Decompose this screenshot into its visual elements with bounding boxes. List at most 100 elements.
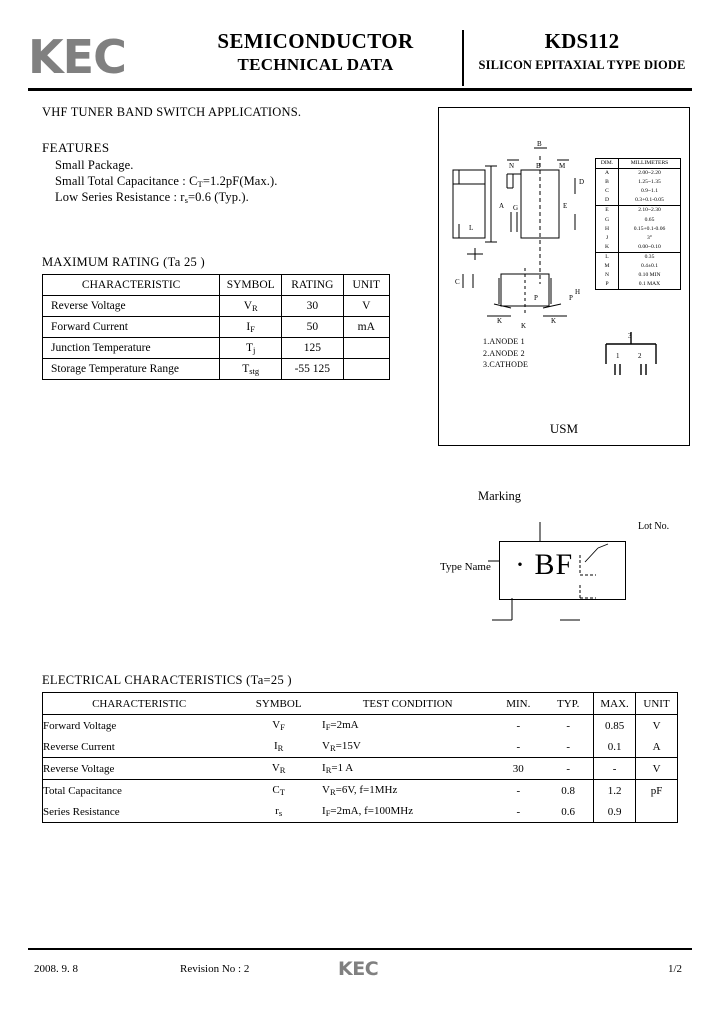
mr-unit-1: mA [342,316,391,338]
ec-header-unit: UNIT [635,692,678,715]
dim-header-dim: DIM. [595,157,619,170]
ec-typ-1: - [543,736,595,758]
header-title-technical-data: TECHNICAL DATA [237,55,394,74]
dim-value-12: 0.1 MAX [618,280,681,291]
features-heading: FEATURES [42,140,110,155]
dim-key-3: D [595,196,619,207]
dim-label-P: P [534,294,538,302]
mr-symbol-main-2: T [245,341,254,354]
ec-sym-main-4: r [275,805,279,817]
feature-2-pre: Small Total Capacitance : C [55,174,198,188]
ec-cond-sub-0: F [325,722,331,732]
dim-value-9: 0.35 [618,252,681,263]
dim-key-1: B [595,178,619,188]
mr-symbol-main-1: I [246,320,251,333]
ec-cond-pre-4: I [322,805,326,817]
dim-key-4: E [595,205,619,216]
ec-sym-main-3: C [272,784,280,796]
ec-max-4: 0.9 [593,801,637,823]
maximum-rating-title: MAXIMUM RATING (Ta 25 ) [42,255,205,269]
ec-max-2: - [593,757,637,780]
dim-key-7: J [595,233,619,243]
ec-cond-pre-1: V [322,740,330,752]
mr-rating-2: 125 [281,337,344,359]
table-row: Series Resistance rs IF=2mA, f=100MHz - … [42,801,678,823]
ec-min-3: - [516,784,521,797]
ec-unit-4 [635,801,678,823]
ec-cond-sub-4: F [325,808,331,818]
page-header: KEC SEMICONDUCTOR TECHNICAL DATA KDS112 … [28,28,692,90]
table-row: Reverse Current IR VR=15V - - 0.1 A [42,736,678,758]
table-header-row: CHARACTERISTIC SYMBOL TEST CONDITION MIN… [42,692,678,715]
dim-label-E: E [563,202,567,210]
ec-cond-post-1: =15V [335,740,361,752]
table-row: Reverse Voltage VR 30 V [41,295,391,317]
ec-char-2: Reverse Voltage [42,757,236,780]
dim-label-G: G [513,204,518,212]
maximum-rating-table: CHARACTERISTIC SYMBOL RATING UNIT Revers… [41,274,391,380]
mr-symbol-main-0: V [243,299,252,312]
ec-cond-3: VR=6V, f=1MHz [322,780,493,802]
ec-symbol-4: rs [235,801,323,823]
ec-header-symbol: SYMBOL [235,692,323,715]
ec-symbol-3: CT [235,780,322,802]
ec-cond-0: IF=2mA [322,715,493,737]
ec-cond-1: VR=15V [322,736,494,758]
ec-max-0: 0.85 [593,714,637,736]
mr-unit-0: V [342,295,391,317]
pin-number-2: 2 [638,352,642,360]
ec-cond-pre-3: V [322,784,330,796]
mr-header-characteristic: CHARACTERISTIC [41,274,221,296]
dim-label-D: D [579,178,584,186]
ec-min-2: 30 [493,757,544,780]
ec-header-test-condition: TEST CONDITION [322,692,494,715]
dim-value-8: 0.00~0.10 [618,242,681,253]
table-row: Forward Voltage VF IF=2mA - - 0.85 V [42,714,678,737]
mr-symbol-sub-1: F [250,323,255,334]
dim-value-1: 1.25~1.35 [618,178,681,188]
part-subtitle: SILICON EPITAXIAL TYPE DIODE [478,58,686,72]
header-title-semiconductor: SEMICONDUCTOR [217,29,414,53]
ec-typ-2: - [543,757,595,780]
mr-char-3: Storage Temperature Range [41,358,221,380]
mr-symbol-3: Tstg [219,358,283,380]
pin-number-1: 1 [616,352,620,360]
header-rule [28,88,692,91]
dim-label-K: K [521,322,526,330]
feature-3-pre: Low Series Resistance : r [55,190,185,204]
pin-item-2: 2.ANODE 2 [483,348,525,358]
dim-label-A: A [499,202,504,210]
ec-char-1: Reverse Current [42,736,236,758]
pin-configuration-diagram: 3 1 2 [605,332,657,375]
feature-item-3: Low Series Resistance : rs=0.6 (Typ.). [55,190,249,205]
ec-char-4: Series Resistance [42,801,236,823]
dim-label-B: B [536,162,541,170]
footer-page-number: 1/2 [668,963,683,975]
marking-title: Marking [478,489,522,503]
ec-cond-post-2: =1 A [331,762,354,774]
mr-symbol-2: Tj [219,337,283,359]
dim-value-2: 0.9~1.1 [618,187,681,197]
mr-unit-3 [342,358,391,380]
ec-cond-pre-0: I [322,719,326,731]
ec-sym-sub-2: R [279,765,286,775]
ec-min-1: - [493,736,544,758]
table-row: Forward Current IF 50 mA [41,316,391,338]
ec-header-typ: TYP. [543,692,595,715]
mr-unit-2 [342,337,391,359]
feature-2-post: =1.2pF(Max.). [202,174,278,188]
feature-2-sub: T [197,179,203,189]
dim-value-6: 0.15+0.1-0.06 [618,224,681,234]
ec-typ-3: 0.8 [543,779,595,801]
ec-sym-sub-0: F [280,722,285,732]
mr-symbol-0: VR [219,295,283,317]
ec-header-max: MAX. [593,692,637,715]
dim-key-8: K [595,242,619,253]
dim-label-K2: K [551,317,556,325]
